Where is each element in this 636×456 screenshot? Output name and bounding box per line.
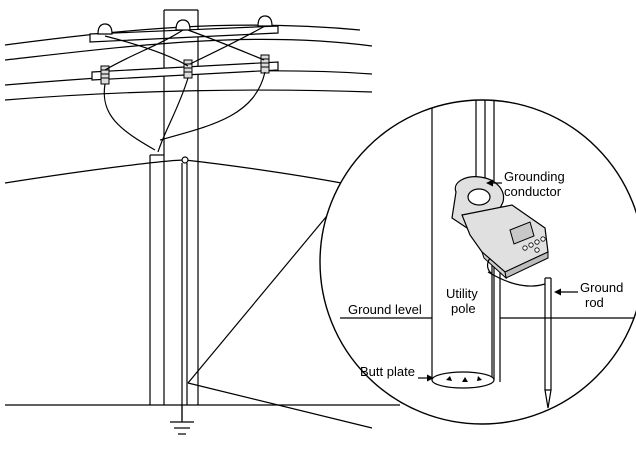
label-butt-plate: Butt plate bbox=[360, 364, 415, 379]
label-grounding-conductor-1: Grounding bbox=[504, 169, 565, 184]
ground-rod-arrow bbox=[554, 288, 578, 296]
magnified-detail-circle bbox=[319, 99, 636, 425]
zoom-projection-lines bbox=[187, 204, 373, 429]
clamp-meter-icon bbox=[451, 176, 549, 280]
meter-buttons bbox=[522, 236, 546, 253]
upper-crossarm bbox=[89, 25, 279, 43]
rod-connection-wire bbox=[487, 271, 546, 287]
tie-wires bbox=[104, 25, 266, 71]
overhead-wires bbox=[4, 24, 373, 186]
label-utility-pole-1: Utility bbox=[446, 286, 478, 301]
drop-wires bbox=[103, 71, 266, 153]
label-utility-pole-2: pole bbox=[451, 301, 476, 316]
meter-display bbox=[509, 221, 535, 245]
label-grounding-conductor-2: conductor bbox=[504, 184, 562, 199]
ground-rod bbox=[544, 277, 552, 409]
grounding-conductor-detail bbox=[475, 100, 501, 382]
utility-pole-main bbox=[149, 154, 199, 405]
label-ground-level: Ground level bbox=[348, 302, 422, 317]
butt-plate-arrow bbox=[418, 374, 434, 382]
label-ground-rod-2: rod bbox=[585, 295, 604, 310]
grounding-conductor-arrow bbox=[486, 179, 502, 187]
label-ground-rod-1: Ground bbox=[580, 280, 623, 295]
main-ground-conductor bbox=[181, 156, 189, 420]
ground-symbol-icon bbox=[170, 405, 194, 435]
insulator-icon bbox=[97, 15, 273, 35]
butt-plate bbox=[431, 371, 495, 389]
